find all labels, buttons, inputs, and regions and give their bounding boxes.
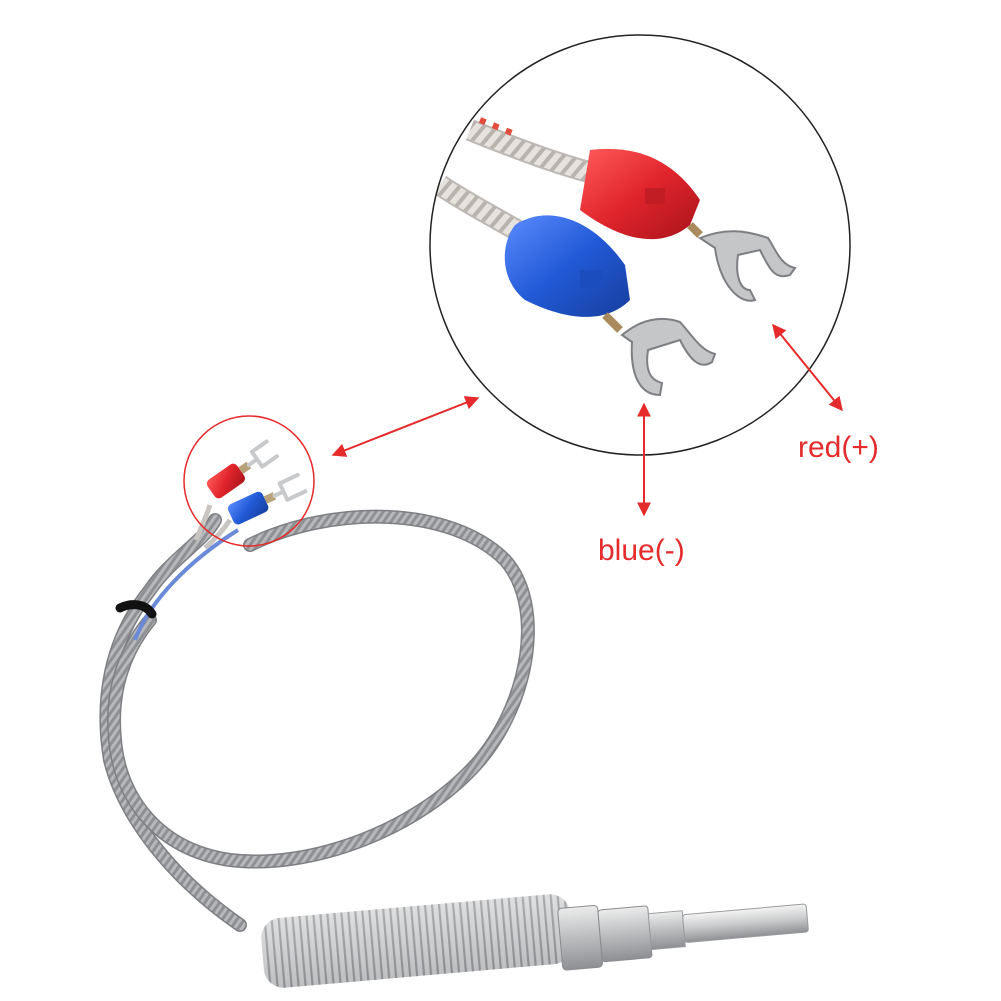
red-positive-label: red(+): [798, 431, 879, 464]
hex-nut: [597, 905, 653, 963]
small-terminals: [183, 415, 315, 550]
braided-cable: [99, 509, 535, 932]
thermocouple-probe: [261, 894, 809, 988]
zoom-link-arrow: [331, 396, 480, 457]
blue-negative-label: blue(-): [598, 534, 685, 567]
small-blue-terminal: [227, 472, 308, 525]
red-terminal-arrow: [772, 323, 843, 412]
small-highlight-circle: [183, 415, 315, 547]
annotation-arrows: [331, 323, 843, 517]
probe-rod: [682, 903, 809, 943]
zoom-blue-terminal: [504, 215, 717, 397]
zoom-red-terminal: [580, 148, 797, 302]
zoom-detail: [429, 34, 851, 456]
small-red-terminal: [206, 439, 279, 499]
